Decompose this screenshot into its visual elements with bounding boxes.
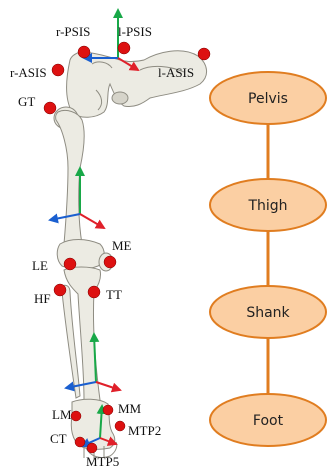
marker-r-psis <box>78 46 90 58</box>
label-ct: CT <box>50 431 67 446</box>
label-gt: GT <box>18 94 35 109</box>
marker-mtp2 <box>115 421 125 431</box>
segment-thigh-label: Thigh <box>247 198 287 214</box>
segment-foot: Foot <box>210 394 326 446</box>
segment-shank-label: Shank <box>246 305 290 321</box>
skeleton <box>54 51 207 460</box>
marker-me <box>104 256 116 268</box>
marker-mm <box>103 405 113 415</box>
marker-le <box>64 258 76 270</box>
marker-gt <box>44 102 56 114</box>
label-l-psis: l-PSIS <box>118 24 152 39</box>
label-le: LE <box>32 258 48 273</box>
marker-tt <box>88 286 100 298</box>
shank-axis-z <box>96 382 120 390</box>
marker-hf <box>54 284 66 296</box>
marker-r-asis <box>52 64 64 76</box>
segment-thigh: Thigh <box>210 179 326 231</box>
label-mtp2: MTP2 <box>128 423 161 438</box>
segment-chain: Pelvis Thigh Shank Foot <box>210 72 326 446</box>
segment-shank: Shank <box>210 286 326 338</box>
marker-lm <box>71 411 81 421</box>
label-r-asis: r-ASIS <box>10 65 47 80</box>
label-tt: TT <box>106 287 122 302</box>
segment-foot-label: Foot <box>253 413 284 429</box>
thigh-axis-z <box>80 214 104 228</box>
marker-ct <box>75 437 85 447</box>
marker-l-psis <box>118 42 130 54</box>
label-r-psis: r-PSIS <box>56 24 90 39</box>
label-hf: HF <box>34 291 51 306</box>
label-lm: LM <box>52 407 72 422</box>
pelvis-bone <box>67 51 207 118</box>
marker-mtp5 <box>87 443 97 453</box>
segment-pelvis: Pelvis <box>210 72 326 124</box>
label-me: ME <box>112 238 132 253</box>
label-mtp5: MTP5 <box>86 454 119 469</box>
segment-pelvis-label: Pelvis <box>248 91 288 107</box>
marker-l-asis <box>198 48 210 60</box>
label-mm: MM <box>118 401 142 416</box>
label-l-asis: l-ASIS <box>158 65 194 80</box>
